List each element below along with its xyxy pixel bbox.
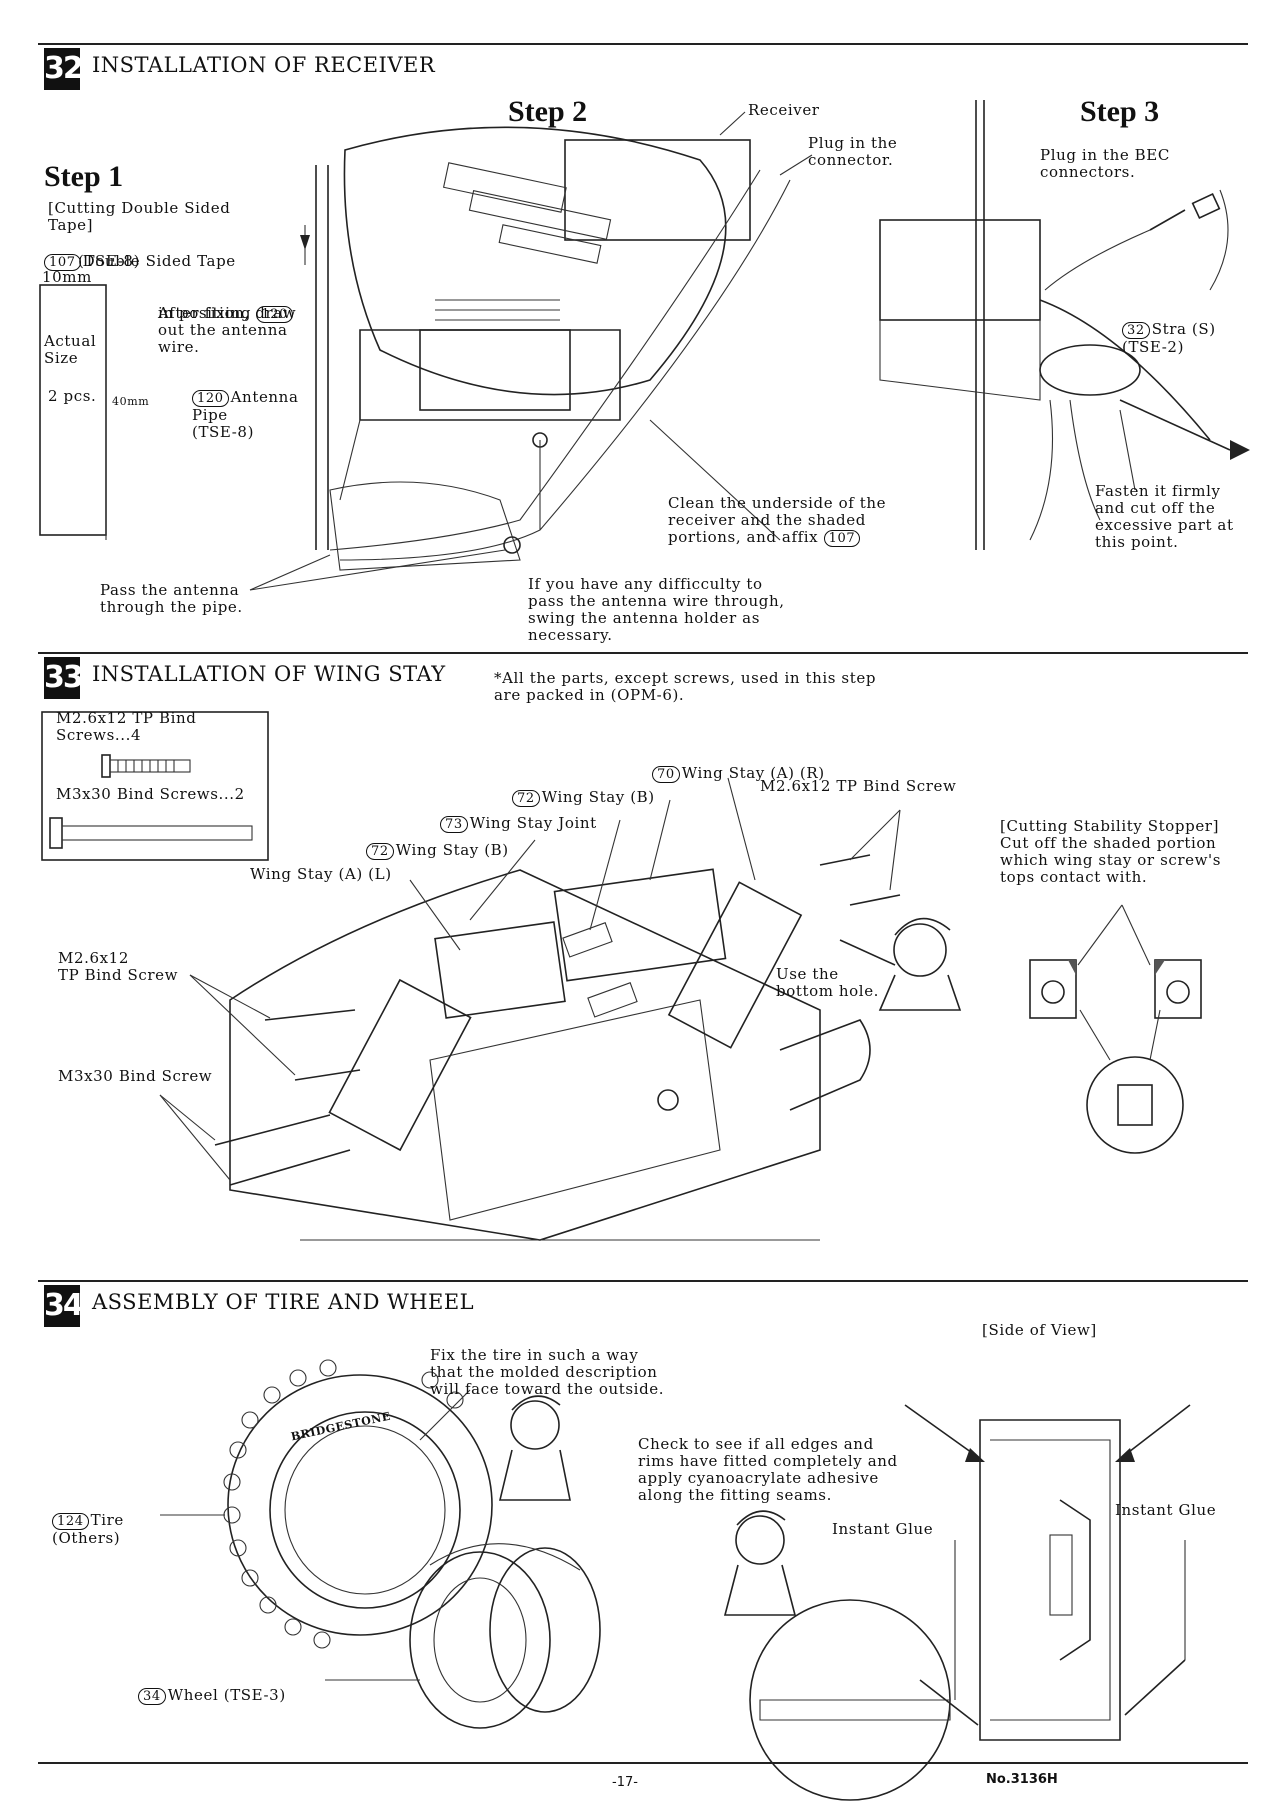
part-73-badge: 73 bbox=[440, 816, 468, 833]
part-107-affix-badge: 107 bbox=[823, 530, 861, 547]
fix-tire-note: Fix the tire in such a way that the mold… bbox=[430, 1346, 665, 1398]
tire-outer bbox=[227, 1374, 493, 1636]
pcs-label: 2 pcs. bbox=[48, 387, 97, 405]
stopper-right bbox=[1154, 959, 1202, 1019]
receiver-step3 bbox=[879, 219, 1041, 321]
part-screw-m3x30: M3x30 Bind Screws...2 bbox=[56, 785, 245, 803]
step2-title: Step 2 bbox=[508, 95, 588, 128]
part-34-badge: 34 bbox=[138, 1688, 166, 1705]
part-120-badge: 120 bbox=[256, 306, 294, 323]
callout-wing-stay-a-l: Wing Stay (A) (L) bbox=[250, 865, 392, 883]
pass-antenna-note: Pass the antenna through the pipe. bbox=[100, 581, 243, 616]
model-number: No.3136H bbox=[986, 1772, 1058, 1787]
receiver-label: Receiver bbox=[748, 101, 820, 119]
step1-tape-code: (TSE-8) bbox=[78, 252, 141, 270]
part-124-badge: 124 bbox=[52, 1513, 89, 1530]
part-screw-m26: M2.6x12 TP Bind Screws...4 bbox=[56, 709, 197, 744]
plug-connector-note: Plug in the connector. bbox=[808, 134, 898, 169]
section-33-number: 33 bbox=[44, 657, 84, 699]
stopper-left bbox=[1029, 959, 1077, 1019]
parts-box bbox=[41, 711, 269, 861]
fasten-note: Fasten it firmly and cut off the excessi… bbox=[1095, 482, 1234, 551]
section-34-title: ASSEMBLY OF TIRE AND WHEEL bbox=[92, 1290, 475, 1314]
instant-glue-right: Instant Glue bbox=[1115, 1501, 1217, 1519]
page-number: -17- bbox=[612, 1775, 638, 1790]
section-32-rule bbox=[38, 43, 1248, 45]
callout-m3x30: M3x30 Bind Screw bbox=[58, 1067, 213, 1085]
dim-10mm: 10mm bbox=[42, 268, 92, 286]
callout-m26-top: M2.6x12 TP Bind Screw bbox=[760, 777, 957, 795]
section-33-rule bbox=[38, 652, 1248, 654]
mascot-head bbox=[893, 923, 947, 977]
clean-underside-note: Clean the underside of the receiver and … bbox=[668, 494, 887, 547]
wing-stay-a-l-plate bbox=[328, 978, 472, 1152]
section-33-title: INSTALLATION OF WING STAY bbox=[92, 662, 446, 686]
step3-title: Step 3 bbox=[1080, 95, 1160, 128]
actual-size-label: Actual Size bbox=[44, 332, 97, 367]
receiver-body-step2 bbox=[419, 329, 571, 411]
cutting-stopper-note: [Cutting Stability Stopper] Cut off the … bbox=[1000, 817, 1222, 886]
after-fixing-rest: in position, draw out the antenna wire. bbox=[158, 304, 297, 356]
after-fixing-note: After fixing 120 bbox=[158, 288, 295, 323]
difficulty-note: If you have any difficculty to pass the … bbox=[528, 575, 785, 644]
bec-note: Plug in the BEC connectors. bbox=[1040, 146, 1170, 181]
opm-note: *All the parts, except screws, used in t… bbox=[494, 669, 877, 704]
section-34-rule bbox=[38, 1280, 1248, 1282]
part-107-badge: 107 bbox=[44, 254, 81, 271]
wheel-outer bbox=[409, 1551, 551, 1729]
step1-title: Step 1 bbox=[44, 160, 124, 193]
part-120-pipe-badge: 120 bbox=[192, 390, 229, 407]
wing-stay-b-plate bbox=[434, 921, 566, 1019]
instant-glue-left: Instant Glue bbox=[832, 1520, 934, 1538]
callout-bottom-hole: Use the bottom hole. bbox=[776, 965, 880, 1000]
callout-m26-left: M2.6x12 TP Bind Screw bbox=[58, 949, 179, 984]
footer-rule bbox=[38, 1762, 1248, 1764]
section-32-number: 32 bbox=[44, 48, 84, 90]
section-34-number: 34 bbox=[44, 1285, 84, 1327]
side-view-label: [Side of View] bbox=[982, 1321, 1097, 1339]
dim-40mm: 40mm bbox=[112, 395, 150, 408]
tire-cross-section bbox=[979, 1419, 1121, 1741]
wing-stay-a-r-plate bbox=[553, 868, 727, 982]
part-72-badge: 72 bbox=[512, 790, 540, 807]
receiver-unit bbox=[564, 139, 751, 241]
step1-cutting-label: [Cutting Double Sided Tape] bbox=[48, 199, 231, 234]
tape-cutting-template bbox=[39, 284, 107, 536]
part-70-badge: 70 bbox=[652, 766, 680, 783]
part-72b-badge: 72 bbox=[366, 843, 394, 860]
part-32-badge: 32 bbox=[1122, 322, 1150, 339]
check-edges-note: Check to see if all edges and rims have … bbox=[638, 1435, 898, 1504]
section-32-title: INSTALLATION OF RECEIVER bbox=[92, 53, 436, 77]
